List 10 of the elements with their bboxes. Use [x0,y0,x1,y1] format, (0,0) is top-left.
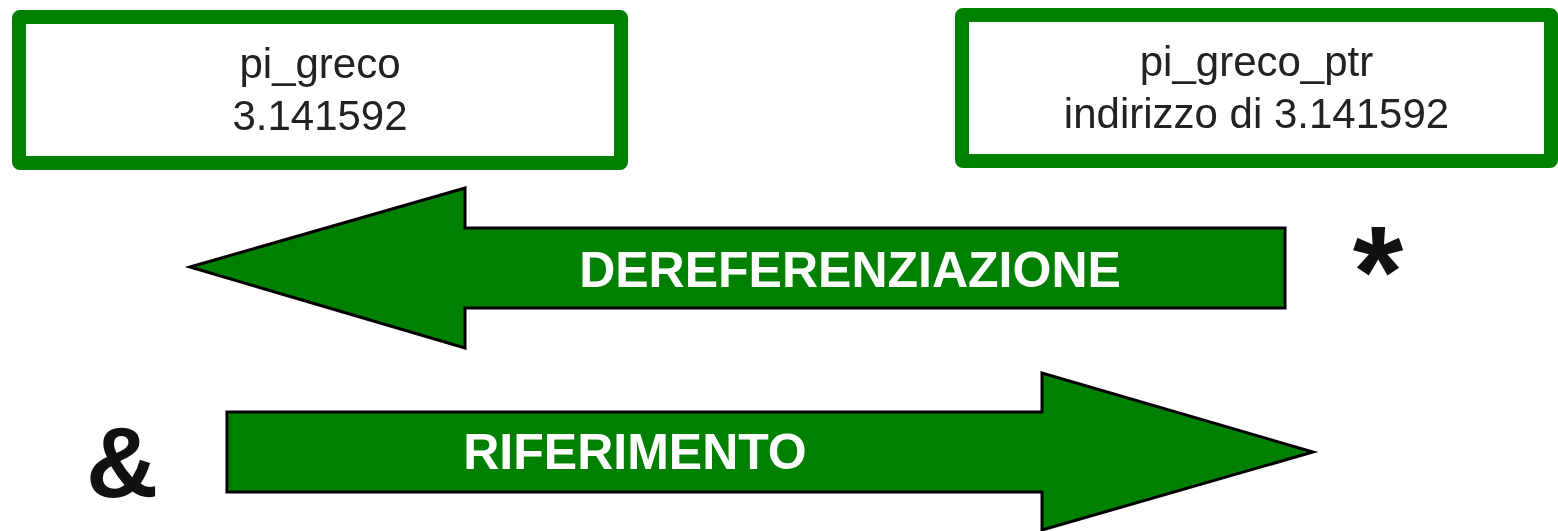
variable-value: indirizzo di 3.141592 [1063,89,1450,139]
operator-symbol: & [85,412,159,512]
arrow-label: DEREFERENZIAZIONE [579,241,1121,299]
arrow-label: RIFERIMENTO [463,423,807,481]
variable-box [12,10,628,170]
variable-value: 3.141592 [232,91,408,141]
variable-name: pi_greco_ptr [1139,36,1374,87]
variable-box [955,8,1558,168]
operator-symbol: * [1352,207,1404,337]
variable-name: pi_greco [239,38,401,89]
